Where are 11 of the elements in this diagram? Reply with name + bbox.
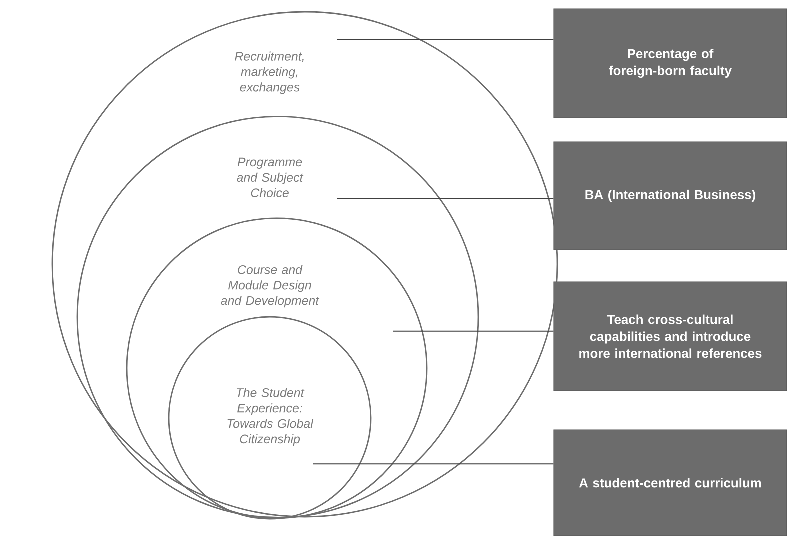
text-box: Teach cross-cultural capabilities and introduce more international references: [554, 282, 787, 392]
leader-line: [312, 464, 554, 465]
leader-line: [336, 198, 554, 200]
circle-label: Programme and Subject Choice: [237, 158, 304, 198]
leader-line: [392, 330, 554, 332]
text-box: A student-centred curriculum: [554, 430, 787, 536]
circle-label: Course and Module Design and Development: [221, 265, 320, 308]
text-box: BA (International Business): [554, 142, 787, 250]
circle-label: Recruitment, marketing, exchanges: [235, 52, 304, 94]
text-box: Percentage of foreign-born faculty: [554, 8, 787, 118]
circle-label: The Student Experience: Towards Global Citizenship: [228, 388, 314, 446]
